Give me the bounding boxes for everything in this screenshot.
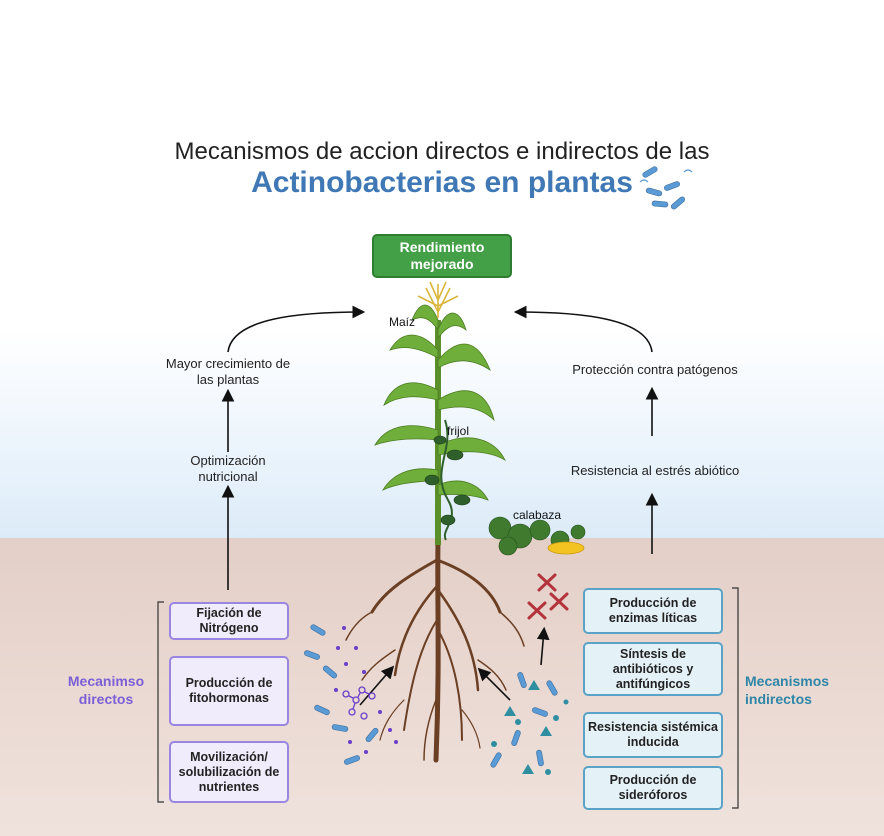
label-squash: calabaza — [513, 508, 562, 522]
indirect-item-text: Producción de sideróforos — [609, 773, 697, 802]
bacteria-icon — [639, 165, 693, 211]
arrow-indirect-to-root — [477, 667, 511, 701]
squash-icon — [488, 516, 586, 556]
direct-box-phytohormones: Producción de fitohormonas — [169, 656, 289, 726]
direct-box-nitrogen: Fijación de Nitrógeno — [169, 602, 289, 640]
indirect-box-systemic-resistance: Resistencia sistémica inducida — [583, 712, 723, 758]
label-abiotic-stress: Resistencia al estrés abiótico — [570, 463, 740, 478]
label-nutrition: Optimización nutricional — [190, 453, 266, 484]
arrow-left-to-yield — [227, 305, 366, 353]
yield-box: Rendimiento mejorado — [372, 234, 512, 278]
bean-vine-icon — [424, 419, 471, 541]
indirect-item-text: Síntesis de antibióticos y antifúngicos — [612, 646, 694, 691]
label-pathogen-protection: Protección contra patógenos — [572, 362, 738, 377]
indirect-box-siderophores: Producción de sideróforos — [583, 766, 723, 810]
arrow-right-to-yield — [513, 305, 653, 353]
indirect-bacteria-cluster — [489, 671, 559, 769]
arrow-indirect-to-pathogen — [536, 626, 550, 666]
direct-item-text: Producción de fitohormonas — [185, 676, 273, 705]
label-bean: frijol — [447, 424, 470, 438]
title-accent-text: Actinobacterias en plantas — [251, 166, 633, 199]
indirect-molecules — [491, 680, 569, 775]
direct-box-nutrients: Movilización/ solubilización de nutrient… — [169, 741, 289, 803]
direct-bacteria-cluster — [303, 623, 380, 766]
indirect-box-lytic-enzymes: Producción de enzimas líticas — [583, 588, 723, 634]
title-line-1: Mecanismos de accion directos e indirect… — [174, 138, 710, 165]
nutrient-dots — [334, 626, 398, 754]
direct-item-text: Movilización/ solubilización de nutrient… — [178, 749, 280, 794]
label-direct-mechanisms: Mecanimso directos — [67, 673, 145, 707]
root-system-icon — [345, 537, 525, 763]
indirect-box-antibiotics: Síntesis de antibióticos y antifúngicos — [583, 642, 723, 696]
hormone-molecule-icon — [342, 686, 376, 720]
bracket-left — [157, 601, 164, 803]
indirect-item-text: Resistencia sistémica inducida — [588, 720, 718, 749]
label-indirect-mechanisms: Mecanismos indirectos — [745, 673, 830, 707]
bracket-right — [732, 587, 739, 809]
label-corn: Maíz — [389, 315, 416, 329]
indirect-item-text: Producción de enzimas líticas — [608, 596, 698, 625]
title-line-2: Actinobacterias en plantas — [0, 166, 884, 200]
label-growth: Mayor crecimiento de las plantas — [165, 356, 291, 387]
direct-item-text: Fijación de Nitrógeno — [196, 606, 262, 635]
yield-label: Rendimiento mejorado — [399, 239, 485, 272]
arrow-direct-to-root — [359, 665, 395, 706]
pathogen-x-icon — [527, 573, 569, 620]
